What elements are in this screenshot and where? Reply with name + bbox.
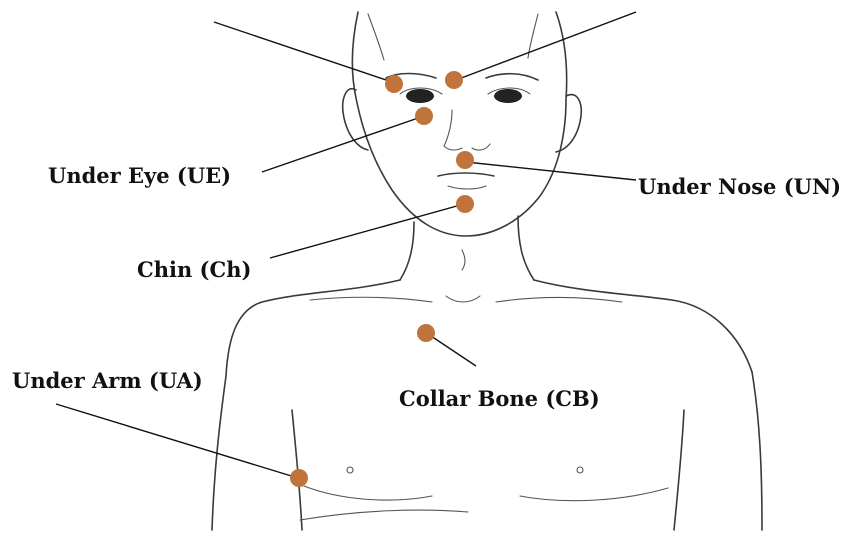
- left-nipple: [347, 467, 353, 473]
- chin-point: [456, 195, 474, 213]
- right-arm: [752, 372, 762, 530]
- leader-top-right: [456, 12, 636, 80]
- left-eye: [406, 89, 434, 103]
- under-arm-point: [290, 469, 308, 487]
- under-arm-label: Under Arm (UA): [12, 370, 203, 391]
- under-eye-label: Under Eye (UE): [48, 165, 231, 186]
- right-eye: [494, 89, 522, 103]
- lower-lip: [448, 186, 486, 189]
- under-eye-point: [415, 107, 433, 125]
- under-nose-label: Under Nose (UN): [638, 176, 841, 197]
- collar-bone-point: [417, 324, 435, 342]
- leader-under-arm: [56, 404, 298, 478]
- sternum-notch: [446, 296, 480, 302]
- right-pectoral: [520, 488, 668, 501]
- collar-bone-label: Collar Bone (CB): [399, 388, 600, 409]
- side-of-eye-point: [445, 71, 463, 89]
- left-shoulder: [226, 280, 400, 376]
- left-pectoral: [304, 486, 432, 500]
- right-nipple: [577, 467, 583, 473]
- nose: [444, 110, 490, 150]
- mouth: [438, 173, 494, 176]
- right-ear: [556, 95, 581, 152]
- leader-under-eye: [262, 116, 424, 172]
- adams-apple: [462, 250, 465, 270]
- leader-chin: [270, 204, 464, 258]
- right-collar-bone: [496, 298, 622, 303]
- under-nose-point: [456, 151, 474, 169]
- right-shoulder: [534, 280, 752, 372]
- lower-chest-line: [300, 510, 468, 520]
- neck-left: [400, 222, 414, 280]
- eyebrow-point: [385, 75, 403, 93]
- left-collar-bone: [310, 297, 432, 302]
- right-eyebrow: [486, 74, 538, 80]
- chin-label: Chin (Ch): [137, 259, 251, 280]
- leader-collar-bone: [428, 334, 476, 366]
- neck-right: [518, 216, 534, 280]
- right-torso-side: [674, 410, 684, 530]
- leader-top-left: [214, 22, 392, 82]
- hair-line-left: [368, 14, 384, 60]
